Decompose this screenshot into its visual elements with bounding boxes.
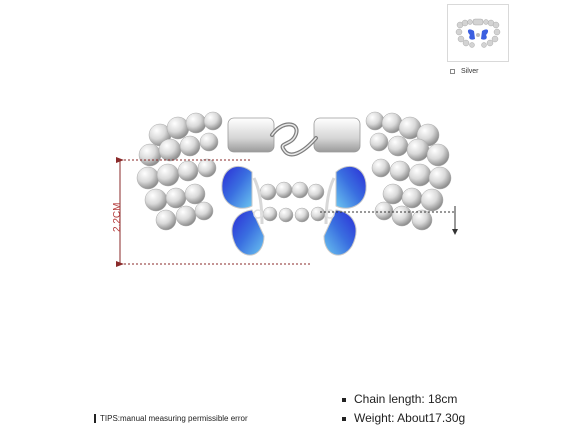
clasp — [227, 117, 361, 157]
spec-chain-length: Chain length: 18cm — [342, 390, 465, 409]
bullet-icon — [342, 416, 346, 421]
dimension-marker — [116, 157, 458, 267]
dimension-label: 2.2CM — [112, 202, 123, 232]
tips-note: TIPS:manual measuring permissible error — [94, 414, 248, 423]
variant-label: Silver — [461, 68, 479, 75]
butterfly-left — [221, 166, 265, 256]
tips-bar-icon — [94, 414, 96, 423]
variant-thumbnail[interactable] — [447, 4, 509, 62]
butterfly-right — [323, 166, 367, 256]
spec-label: Weight: About17.30g — [354, 411, 466, 425]
bead-chain — [136, 111, 452, 231]
spec-weight: Weight: About17.30g — [342, 409, 465, 428]
variant-checkbox[interactable] — [450, 69, 455, 74]
spec-list: Chain length: 18cm Weight: About17.30g — [342, 390, 465, 428]
spec-label: Chain length: 18cm — [354, 392, 458, 406]
thumbnail-image — [455, 18, 501, 48]
bullet-icon — [342, 397, 346, 402]
variant-option-silver[interactable]: Silver — [450, 68, 479, 75]
tips-text: TIPS:manual measuring permissible error — [100, 414, 248, 423]
